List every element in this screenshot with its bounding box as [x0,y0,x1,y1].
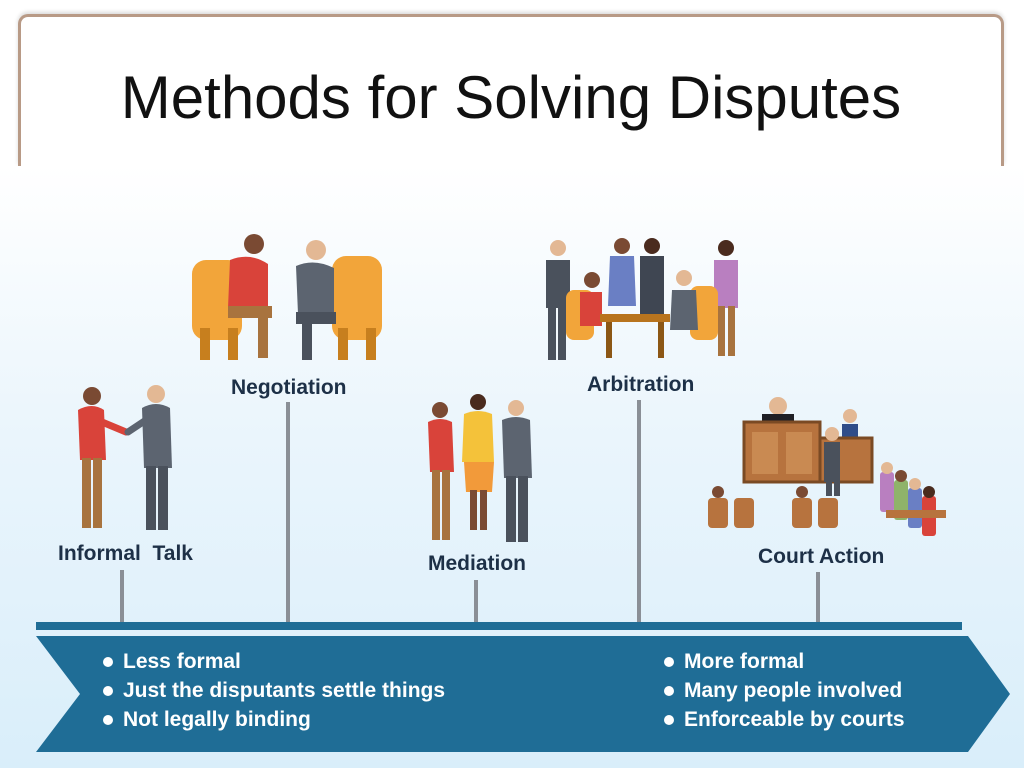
connector-arbitration [637,400,641,624]
method-label-informal-talk: Informal Talk [58,542,193,565]
list-item: Not legally binding [103,705,445,734]
group-at-table-icon [546,238,738,360]
timeline-line [36,622,962,630]
list-item: Less formal [103,647,445,676]
list-item: Enforceable by courts [664,705,905,734]
list-item: More formal [664,647,905,676]
list-item: Just the disputants settle things [103,676,445,705]
right-characteristics-list: More formal Many people involved Enforce… [664,647,905,734]
three-people-standing-icon [428,394,532,542]
method-label-negotiation: Negotiation [231,376,347,399]
method-label-mediation: Mediation [428,552,526,575]
list-item: Many people involved [664,676,905,705]
two-people-seated-icon [192,234,382,360]
connector-mediation [474,580,478,624]
connector-negotiation [286,402,290,624]
method-label-court-action: Court Action [758,545,885,568]
title-panel: Methods for Solving Disputes [18,14,1004,166]
formality-arrow-banner [36,636,1010,752]
connector-court-action [816,572,820,624]
courtroom-icon [708,397,946,536]
connector-informal-talk [120,570,124,624]
left-characteristics-list: Less formal Just the disputants settle t… [103,647,445,734]
handshake-people-icon [78,385,172,530]
method-label-arbitration: Arbitration [587,373,695,396]
page-title: Methods for Solving Disputes [120,64,902,131]
